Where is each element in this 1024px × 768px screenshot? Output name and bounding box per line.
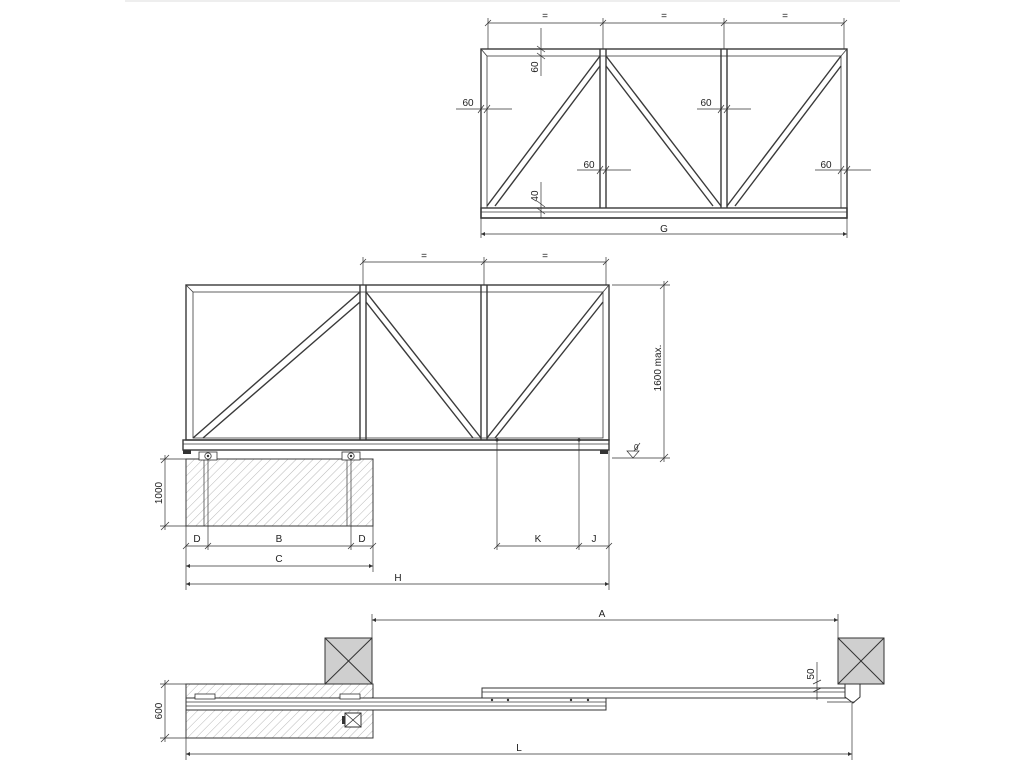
dim-A-label: A <box>599 609 606 620</box>
post-right-icon <box>837 637 885 685</box>
level-marker-icon <box>626 450 640 459</box>
plan-view <box>185 637 885 739</box>
dim-H-label: H <box>394 573 401 584</box>
dim-60-top-label: 60 <box>530 61 541 73</box>
top-equal-mark-1: = <box>542 11 548 22</box>
dim-height-1600: 1600 max. 0 <box>612 280 670 463</box>
dim-G: G <box>480 218 848 238</box>
post-left-icon <box>324 637 373 685</box>
top-equal-mark-3: = <box>782 11 788 22</box>
end-catcher-icon <box>844 683 861 704</box>
dim-A: A <box>371 609 839 638</box>
dim-60-right-label: 60 <box>820 160 832 171</box>
dim-J-label: J <box>592 534 597 545</box>
dim-60-mid-right-label: 60 <box>700 98 712 109</box>
top-gate-frame <box>480 48 848 219</box>
dim-G-label: G <box>660 224 668 235</box>
level-mark-label: 0 <box>634 443 639 452</box>
dim-60-mid-low-label: 60 <box>583 160 595 171</box>
dim-B-label: B <box>276 534 283 545</box>
roller-carriage-left-icon <box>198 451 218 461</box>
top-small-dimensions: 60 60 60 60 60 40 <box>456 28 871 218</box>
dim-D-B-D: D B D <box>182 526 377 590</box>
dim-1000: 1000 <box>154 454 186 531</box>
foundation-block <box>185 451 374 550</box>
dim-L-label: L <box>516 743 522 754</box>
dim-K-label: K <box>535 534 542 545</box>
motor-box-icon <box>342 712 362 728</box>
dim-40-label: 40 <box>530 190 541 202</box>
middle-equal-mark-1: = <box>421 251 427 262</box>
dim-L: L <box>185 703 853 760</box>
dim-C-label: C <box>275 554 282 565</box>
middle-equal-dimensions: = = <box>359 251 610 285</box>
middle-gate-frame <box>182 284 610 454</box>
roller-carriage-right-icon <box>341 451 361 461</box>
dim-60-left-label: 60 <box>462 98 474 109</box>
dim-H: H <box>186 450 610 590</box>
plan-foundation <box>185 683 374 739</box>
dim-C: C <box>186 554 373 569</box>
dim-1000-label: 1000 <box>154 481 165 504</box>
top-equal-dimensions: = = = <box>484 11 848 49</box>
middle-equal-mark-2: = <box>542 251 548 262</box>
dim-D2-label: D <box>358 534 365 545</box>
dim-D1-label: D <box>193 534 200 545</box>
dim-K-J: K J <box>493 438 613 550</box>
dim-600-label: 600 <box>154 702 165 719</box>
dim-height-label: 1600 max. <box>653 345 664 392</box>
dim-600: 600 <box>154 679 186 743</box>
top-equal-mark-2: = <box>661 11 667 22</box>
dim-50: 50 <box>806 662 822 700</box>
dim-50-label: 50 <box>806 668 817 680</box>
